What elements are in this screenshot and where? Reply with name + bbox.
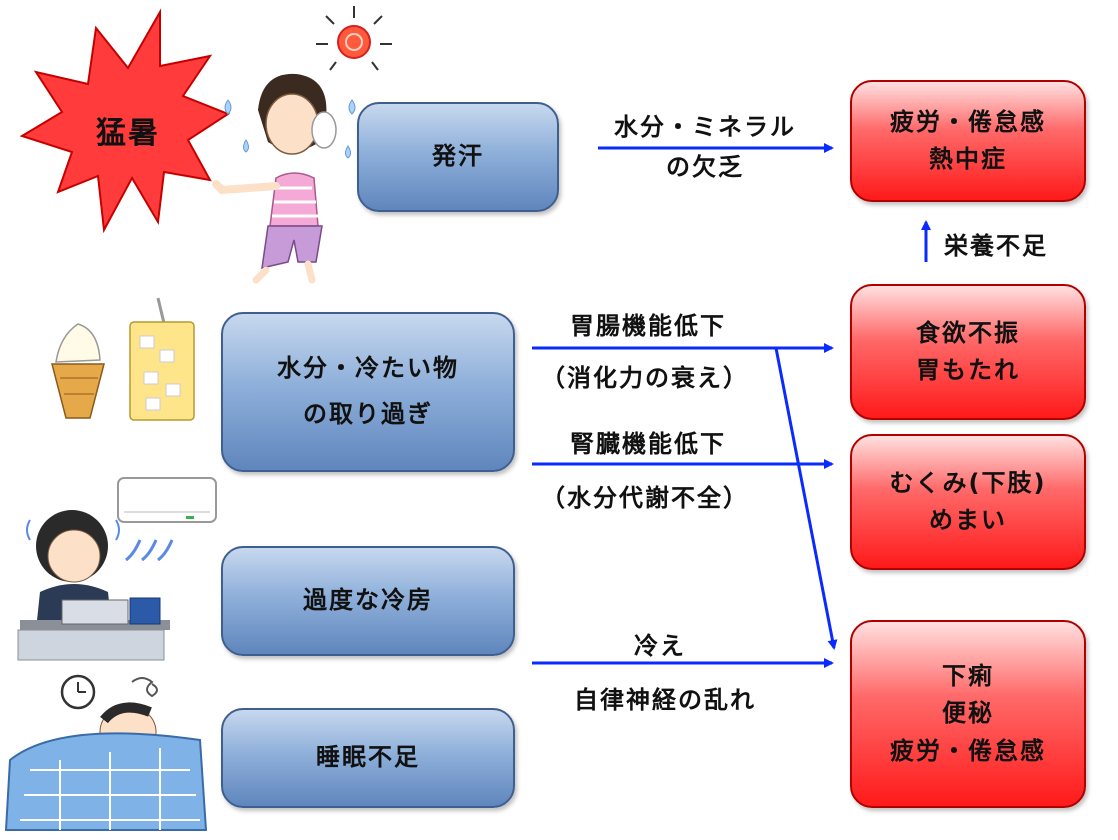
cause-sweat: 発汗: [357, 102, 559, 212]
label-kidney-line2: （水分代謝不全）: [541, 484, 749, 512]
label-gastro-line2: （消化力の衰え）: [541, 364, 749, 392]
label-mineral-line1: 水分・ミネラル: [614, 113, 796, 141]
starburst-label: 猛暑: [96, 116, 160, 151]
effect-appetite-line1: 食欲不振: [916, 318, 1020, 347]
effect-bowel-line2: 便秘: [942, 699, 994, 728]
cause-sweat-label: 発汗: [432, 142, 484, 171]
sleepless-person-icon: [4, 677, 208, 831]
label-gastro-line1: 胃腸機能低下: [570, 312, 726, 340]
alarm-clock-icon: [60, 674, 96, 710]
cause-cold-intake-line1: 水分・冷たい物: [277, 354, 459, 383]
sweating-woman-icon: [212, 73, 356, 284]
cold-office-worker-icon: [17, 510, 170, 661]
effect-swelling-line2: めまい: [929, 506, 1007, 534]
label-chill-line2: 自律神経の乱れ: [574, 686, 756, 714]
effect-swelling-line1: むくみ(下肢): [889, 468, 1047, 497]
cause-cold-intake-line2: の取り過ぎ: [303, 400, 433, 428]
effect-appetite-line2: 胃もたれ: [916, 356, 1020, 384]
soft-serve-icecream-icon: [51, 323, 105, 419]
label-nutrition: 栄養不足: [944, 232, 1048, 260]
cause-aircon-label: 過度な冷房: [303, 586, 433, 615]
cause-sleep-label: 睡眠不足: [316, 743, 420, 772]
air-conditioner-icon: [117, 477, 217, 562]
sun-icon: [316, 6, 392, 71]
cause-cold-intake: 水分・冷たい物 の取り過ぎ: [221, 312, 515, 472]
label-mineral-line2: の欠乏: [666, 153, 744, 182]
arrow-gastro-to-bowel: [774, 347, 838, 650]
effect-bowel-line1: 下痢: [942, 662, 994, 691]
cause-sleep: 睡眠不足: [221, 708, 515, 808]
effect-fatigue-line2: 熱中症: [929, 145, 1007, 173]
label-kidney-line1: 腎臓機能低下: [570, 430, 726, 458]
effect-fatigue-line1: 疲労・倦怠感: [890, 107, 1046, 136]
label-mineral: 水分・ミネラル の欠乏: [580, 108, 830, 187]
cause-aircon: 過度な冷房: [221, 546, 515, 656]
iced-drink-icon: [129, 297, 195, 421]
effect-bowel-line3: 疲労・倦怠感: [890, 736, 1046, 765]
label-chill-line1: 冷え: [634, 632, 686, 660]
effect-bowel: 下痢 便秘 疲労・倦怠感: [850, 620, 1086, 808]
effect-fatigue-heatstroke: 疲労・倦怠感 熱中症: [850, 80, 1086, 202]
effect-appetite: 食欲不振 胃もたれ: [850, 284, 1086, 420]
effect-swelling: むくみ(下肢) めまい: [850, 434, 1086, 570]
